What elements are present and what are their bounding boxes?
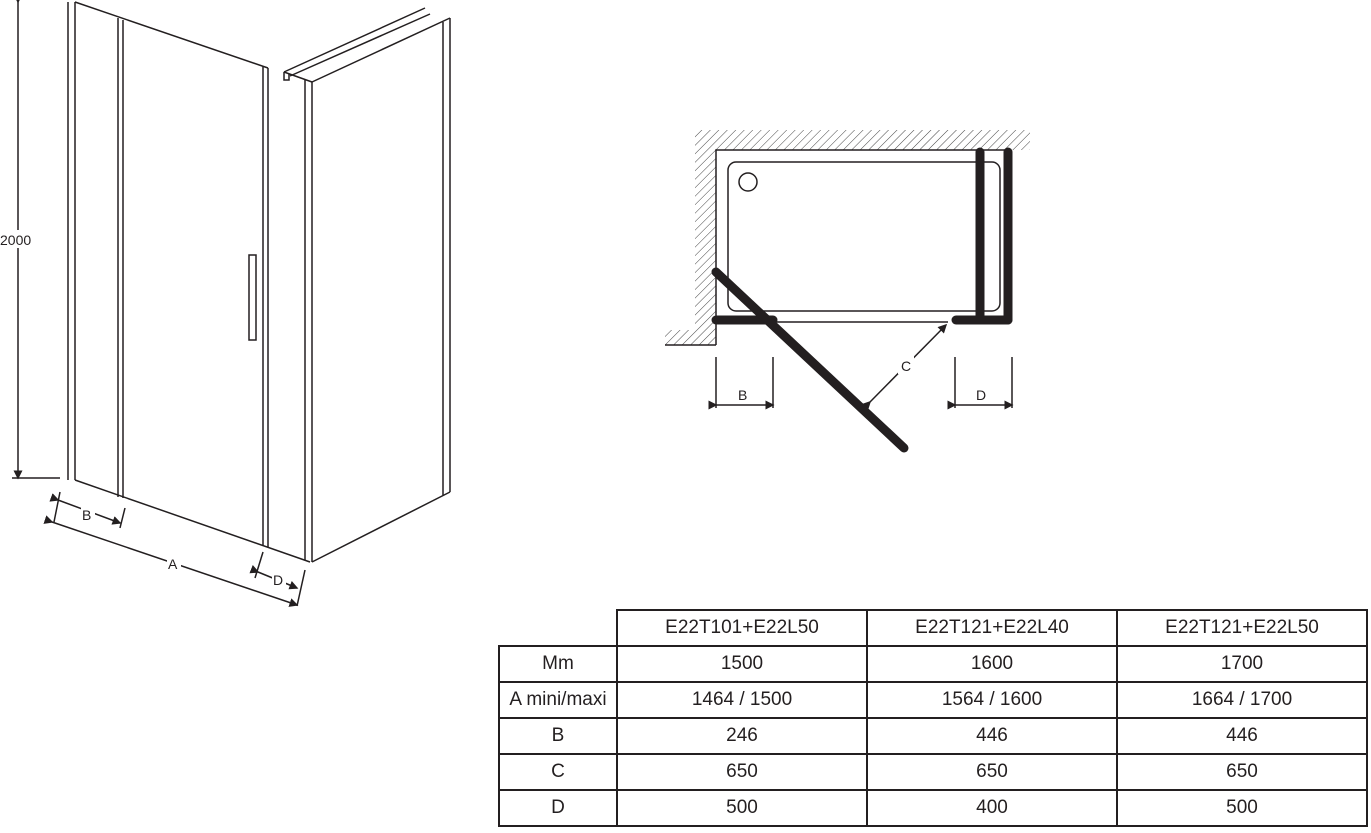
table-cell: 1664 / 1700 [1116, 681, 1368, 719]
table-cell: 400 [866, 789, 1118, 827]
dim-a-label: A [168, 556, 178, 572]
table-cell: 1564 / 1600 [866, 681, 1118, 719]
table-row: B 246 446 446 [498, 717, 1368, 755]
plan-dim-d-label: D [976, 387, 986, 403]
column-header: E22T121+E22L40 [866, 609, 1118, 647]
wall-hatching [665, 130, 1030, 345]
drain-icon [738, 172, 758, 192]
open-door [711, 267, 909, 453]
table-row: C 650 650 650 [498, 753, 1368, 791]
dim-b-label: B [82, 507, 91, 523]
table-row: D 500 400 500 [498, 789, 1368, 827]
table-cell: 1464 / 1500 [616, 681, 868, 719]
door-handle [248, 254, 257, 341]
table-cell: 1500 [616, 645, 868, 683]
column-header: E22T101+E22L50 [616, 609, 868, 647]
table-row: A mini/maxi 1464 / 1500 1564 / 1600 1664… [498, 681, 1368, 719]
table-cell: 500 [616, 789, 868, 827]
row-label: B [498, 717, 618, 755]
table-header-row: E22T101+E22L50 E22T121+E22L40 E22T121+E2… [499, 609, 1368, 647]
table-cell: 650 [1116, 753, 1368, 791]
table-row: Mm 1500 1600 1700 [498, 645, 1368, 683]
spec-table: E22T101+E22L50 E22T121+E22L40 E22T121+E2… [498, 609, 1368, 827]
table-cell: 246 [616, 717, 868, 755]
row-label: C [498, 753, 618, 791]
table-cell: 650 [616, 753, 868, 791]
row-label: D [498, 789, 618, 827]
dim-d-label: D [273, 572, 283, 588]
table-cell: 446 [1116, 717, 1368, 755]
plan-dim-b-label: B [738, 387, 747, 403]
plan-view [665, 130, 1030, 453]
isometric-shower-view [12, 0, 451, 607]
shower-tray [727, 161, 1001, 312]
table-cell: 1600 [866, 645, 1118, 683]
height-label: 2000 [0, 232, 31, 248]
row-label: A mini/maxi [498, 681, 618, 719]
plan-dim-c-label: C [901, 358, 911, 374]
table-cell: 650 [866, 753, 1118, 791]
table-cell: 446 [866, 717, 1118, 755]
column-header: E22T121+E22L50 [1116, 609, 1368, 647]
table-cell: 1700 [1116, 645, 1368, 683]
table-cell: 500 [1116, 789, 1368, 827]
row-label: Mm [498, 645, 618, 683]
